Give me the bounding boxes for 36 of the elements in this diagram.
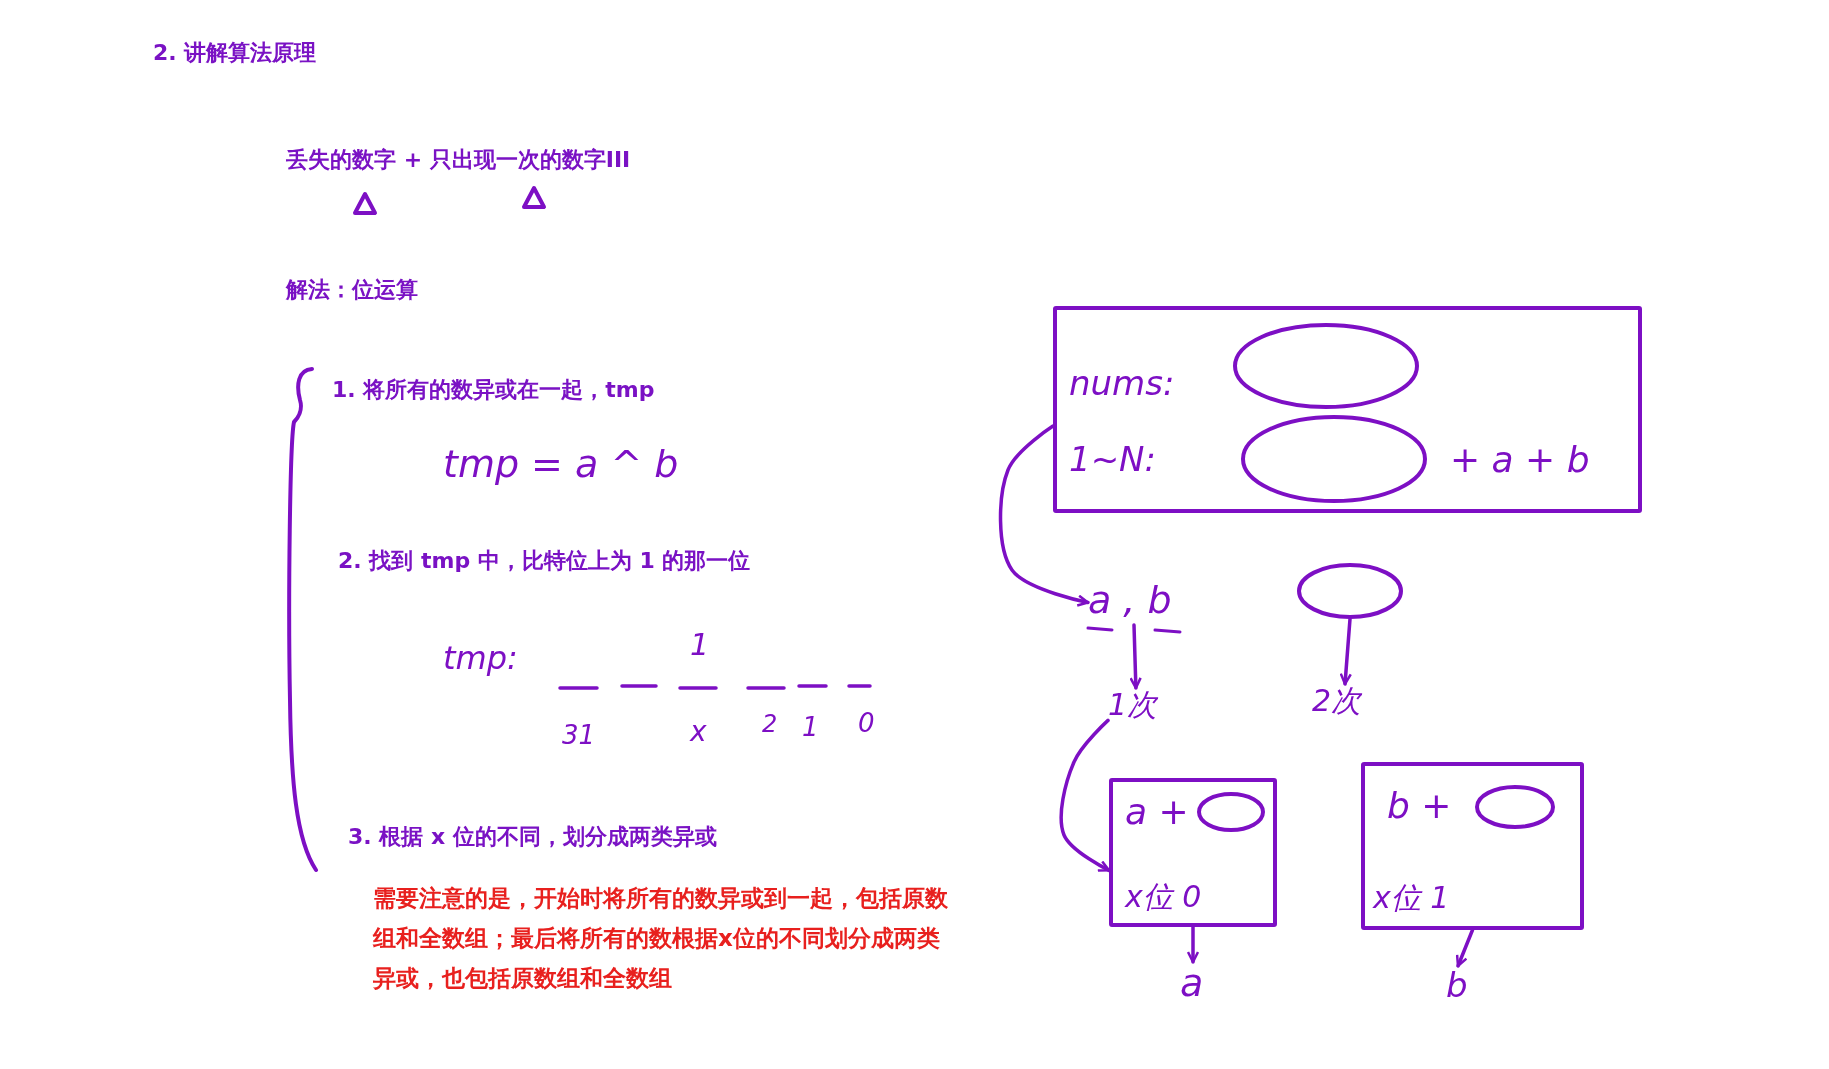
bit-index: x	[690, 718, 707, 746]
bit-index: 2	[762, 712, 778, 736]
handwritten-text: x位 1	[1373, 883, 1450, 913]
handwritten-text: tmp:	[443, 642, 518, 674]
handwritten-text: b +	[1387, 788, 1452, 824]
method-text: 解法：位运算	[286, 277, 418, 304]
bit-index: 31	[562, 722, 596, 748]
bit-index: 0	[858, 710, 875, 736]
arrow	[998, 424, 1090, 607]
array-box	[1053, 306, 1642, 513]
handwritten-formula: tmp = a ^ b	[443, 445, 679, 483]
handwritten-text: nums:	[1069, 366, 1175, 400]
step-text: 3. 根据 x 位的不同，划分成两类异或	[348, 824, 717, 851]
handwritten-text: 2次	[1312, 686, 1362, 716]
handwritten-text: a +	[1125, 794, 1189, 830]
arrow	[1455, 928, 1475, 968]
arrow	[1339, 617, 1352, 686]
step-text: 1. 将所有的数异或在一起，tmp	[332, 377, 655, 404]
group-box	[1109, 778, 1277, 927]
handwritten-text: 1~N:	[1069, 442, 1156, 476]
section-heading: 2. 讲解算法原理	[153, 40, 317, 67]
note-paragraph: 需要注意的是，开始时将所有的数异或到一起，包括原数组和全数组；最后将所有的数根据x位的不同划分成两类异或，也包括原数组和全数组	[373, 884, 949, 993]
handwritten-text: a , b	[1088, 581, 1172, 619]
heading-text: 丢失的数字 + 只出现一次的数字III	[286, 147, 631, 174]
handwritten-text: b	[1446, 968, 1468, 1002]
bit-index: 1	[802, 714, 819, 740]
bit-value: 1	[690, 630, 710, 660]
group-box	[1361, 762, 1584, 930]
handwritten-text: a	[1180, 964, 1204, 1002]
handwritten-text: 1次	[1108, 690, 1158, 720]
step-text: 2. 找到 tmp 中，比特位上为 1 的那一位	[338, 548, 751, 575]
arrow	[1059, 718, 1111, 873]
handwritten-text: x位 0	[1125, 882, 1202, 912]
arrow	[1129, 623, 1142, 690]
arrow	[1186, 925, 1200, 964]
handwritten-text: + a + b	[1450, 442, 1590, 478]
